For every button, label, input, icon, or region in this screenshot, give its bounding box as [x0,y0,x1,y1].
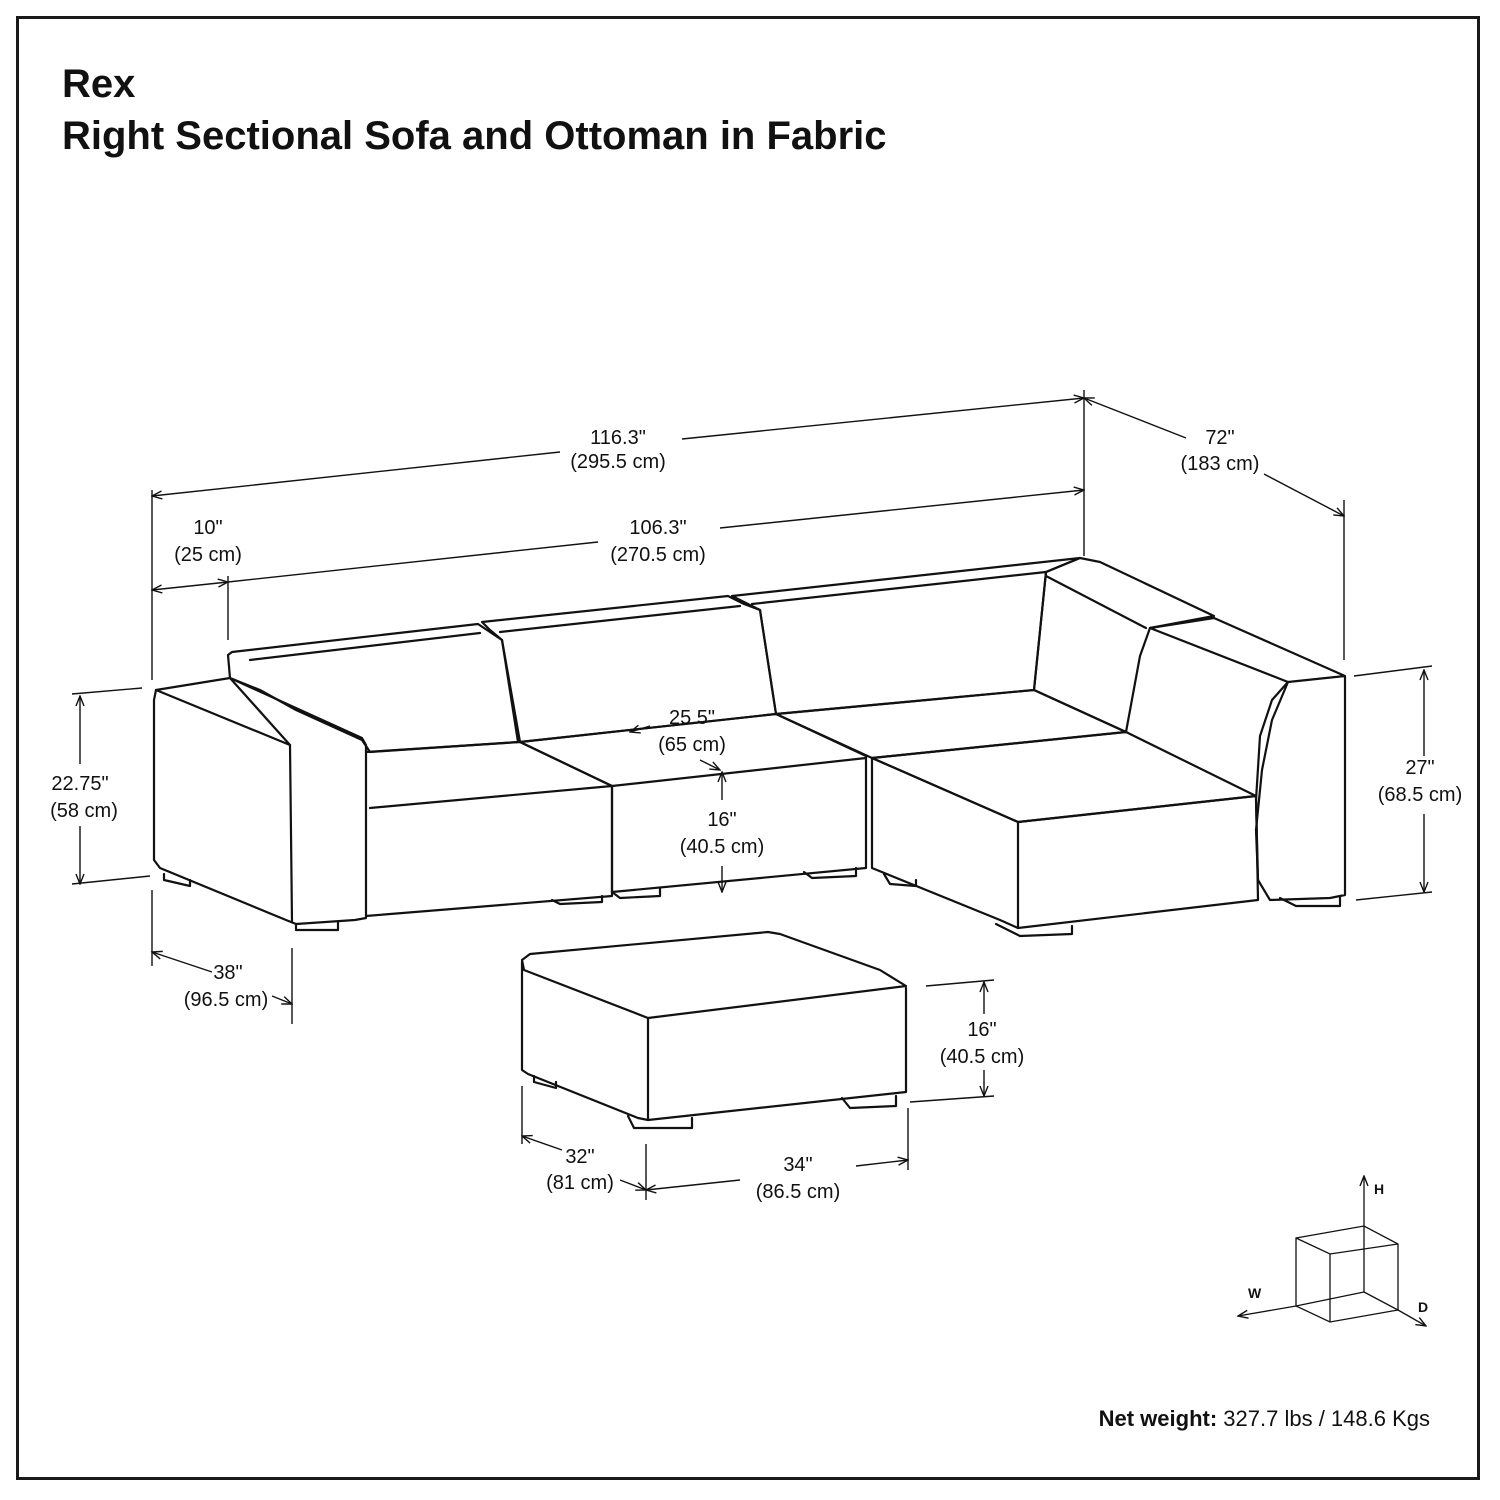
product-name: Rex [62,62,136,106]
seat-cushion-chaise [774,688,1128,760]
label-ottoman-height-cm: (40.5 cm) [940,1046,1024,1068]
net-weight: Net weight: 327.7 lbs / 148.6 Kgs [1099,1406,1430,1432]
left-arm [152,676,368,926]
axis-label-w: W [1248,1285,1262,1301]
label-inner-width-in: 106.3" [629,517,686,539]
label-sofa-depth-in: 38" [213,962,242,984]
dimension-lines [71,390,1433,1200]
sofa-foot [294,920,340,932]
axis-legend [1238,1176,1426,1326]
ottoman-drawing [520,930,908,1130]
label-sofa-depth-cm: (96.5 cm) [184,989,268,1011]
axis-cube-icon [1295,1225,1399,1323]
net-weight-value: 327.7 lbs / 148.6 Kgs [1223,1406,1430,1431]
back-cushion-left [226,622,520,754]
label-total-width-in: 116.3" [590,427,646,449]
chaise-seat [870,730,1258,824]
label-depth-chaise-in: 72" [1205,427,1234,449]
label-seat-depth-in: 25.5" [669,707,715,729]
product-description: Right Sectional Sofa and Ottoman in Fabr… [62,114,887,158]
chaise-arm [1148,616,1347,902]
label-ottoman-width-in: 34" [783,1154,812,1176]
chaise-front [870,756,1260,930]
label-inner-width-cm: (270.5 cm) [610,544,706,566]
sofa-foot [994,922,1074,938]
label-arm-width-in: 10" [193,517,222,539]
sofa-foot [1278,894,1342,908]
sofa-foot [882,872,918,888]
label-total-width-cm: (295.5 cm) [570,451,666,473]
page-title: Rex Right Sectional Sofa and Ottoman in … [62,58,887,162]
label-depth-chaise-cm: (183 cm) [1181,453,1260,475]
sofa-foot [802,866,858,880]
axis-d-arrow [1397,1309,1426,1326]
label-arm-height-cm: (58 cm) [50,800,118,822]
label-seat-height-cm: (40.5 cm) [680,836,764,858]
label-ottoman-depth-cm: (81 cm) [546,1172,614,1194]
axis-w-arrow [1238,1305,1297,1316]
label-total-height-in: 27" [1405,757,1434,779]
label-arm-height-in: 22.75" [51,773,108,795]
label-arm-width-cm: (25 cm) [174,544,242,566]
sectional-sofa-drawing [152,556,1347,938]
label-ottoman-width-cm: (86.5 cm) [756,1181,840,1203]
label-seat-depth-cm: (65 cm) [658,734,726,756]
label-seat-height-in: 16" [707,809,736,831]
sofa-foot [162,872,192,888]
axis-label-d: D [1418,1299,1428,1315]
label-ottoman-height-in: 16" [967,1019,996,1041]
label-ottoman-depth-in: 32" [565,1146,594,1168]
sofa-foot [610,886,662,900]
dimension-labels: 116.3" (295.5 cm) 72" (183 cm) 10" (25 c… [50,427,1462,1203]
axis-label-h: H [1374,1181,1384,1197]
label-total-height-cm: (68.5 cm) [1378,784,1462,806]
page-frame [16,16,1480,1480]
net-weight-label: Net weight: [1098,1406,1218,1431]
sofa-foot [550,894,604,906]
